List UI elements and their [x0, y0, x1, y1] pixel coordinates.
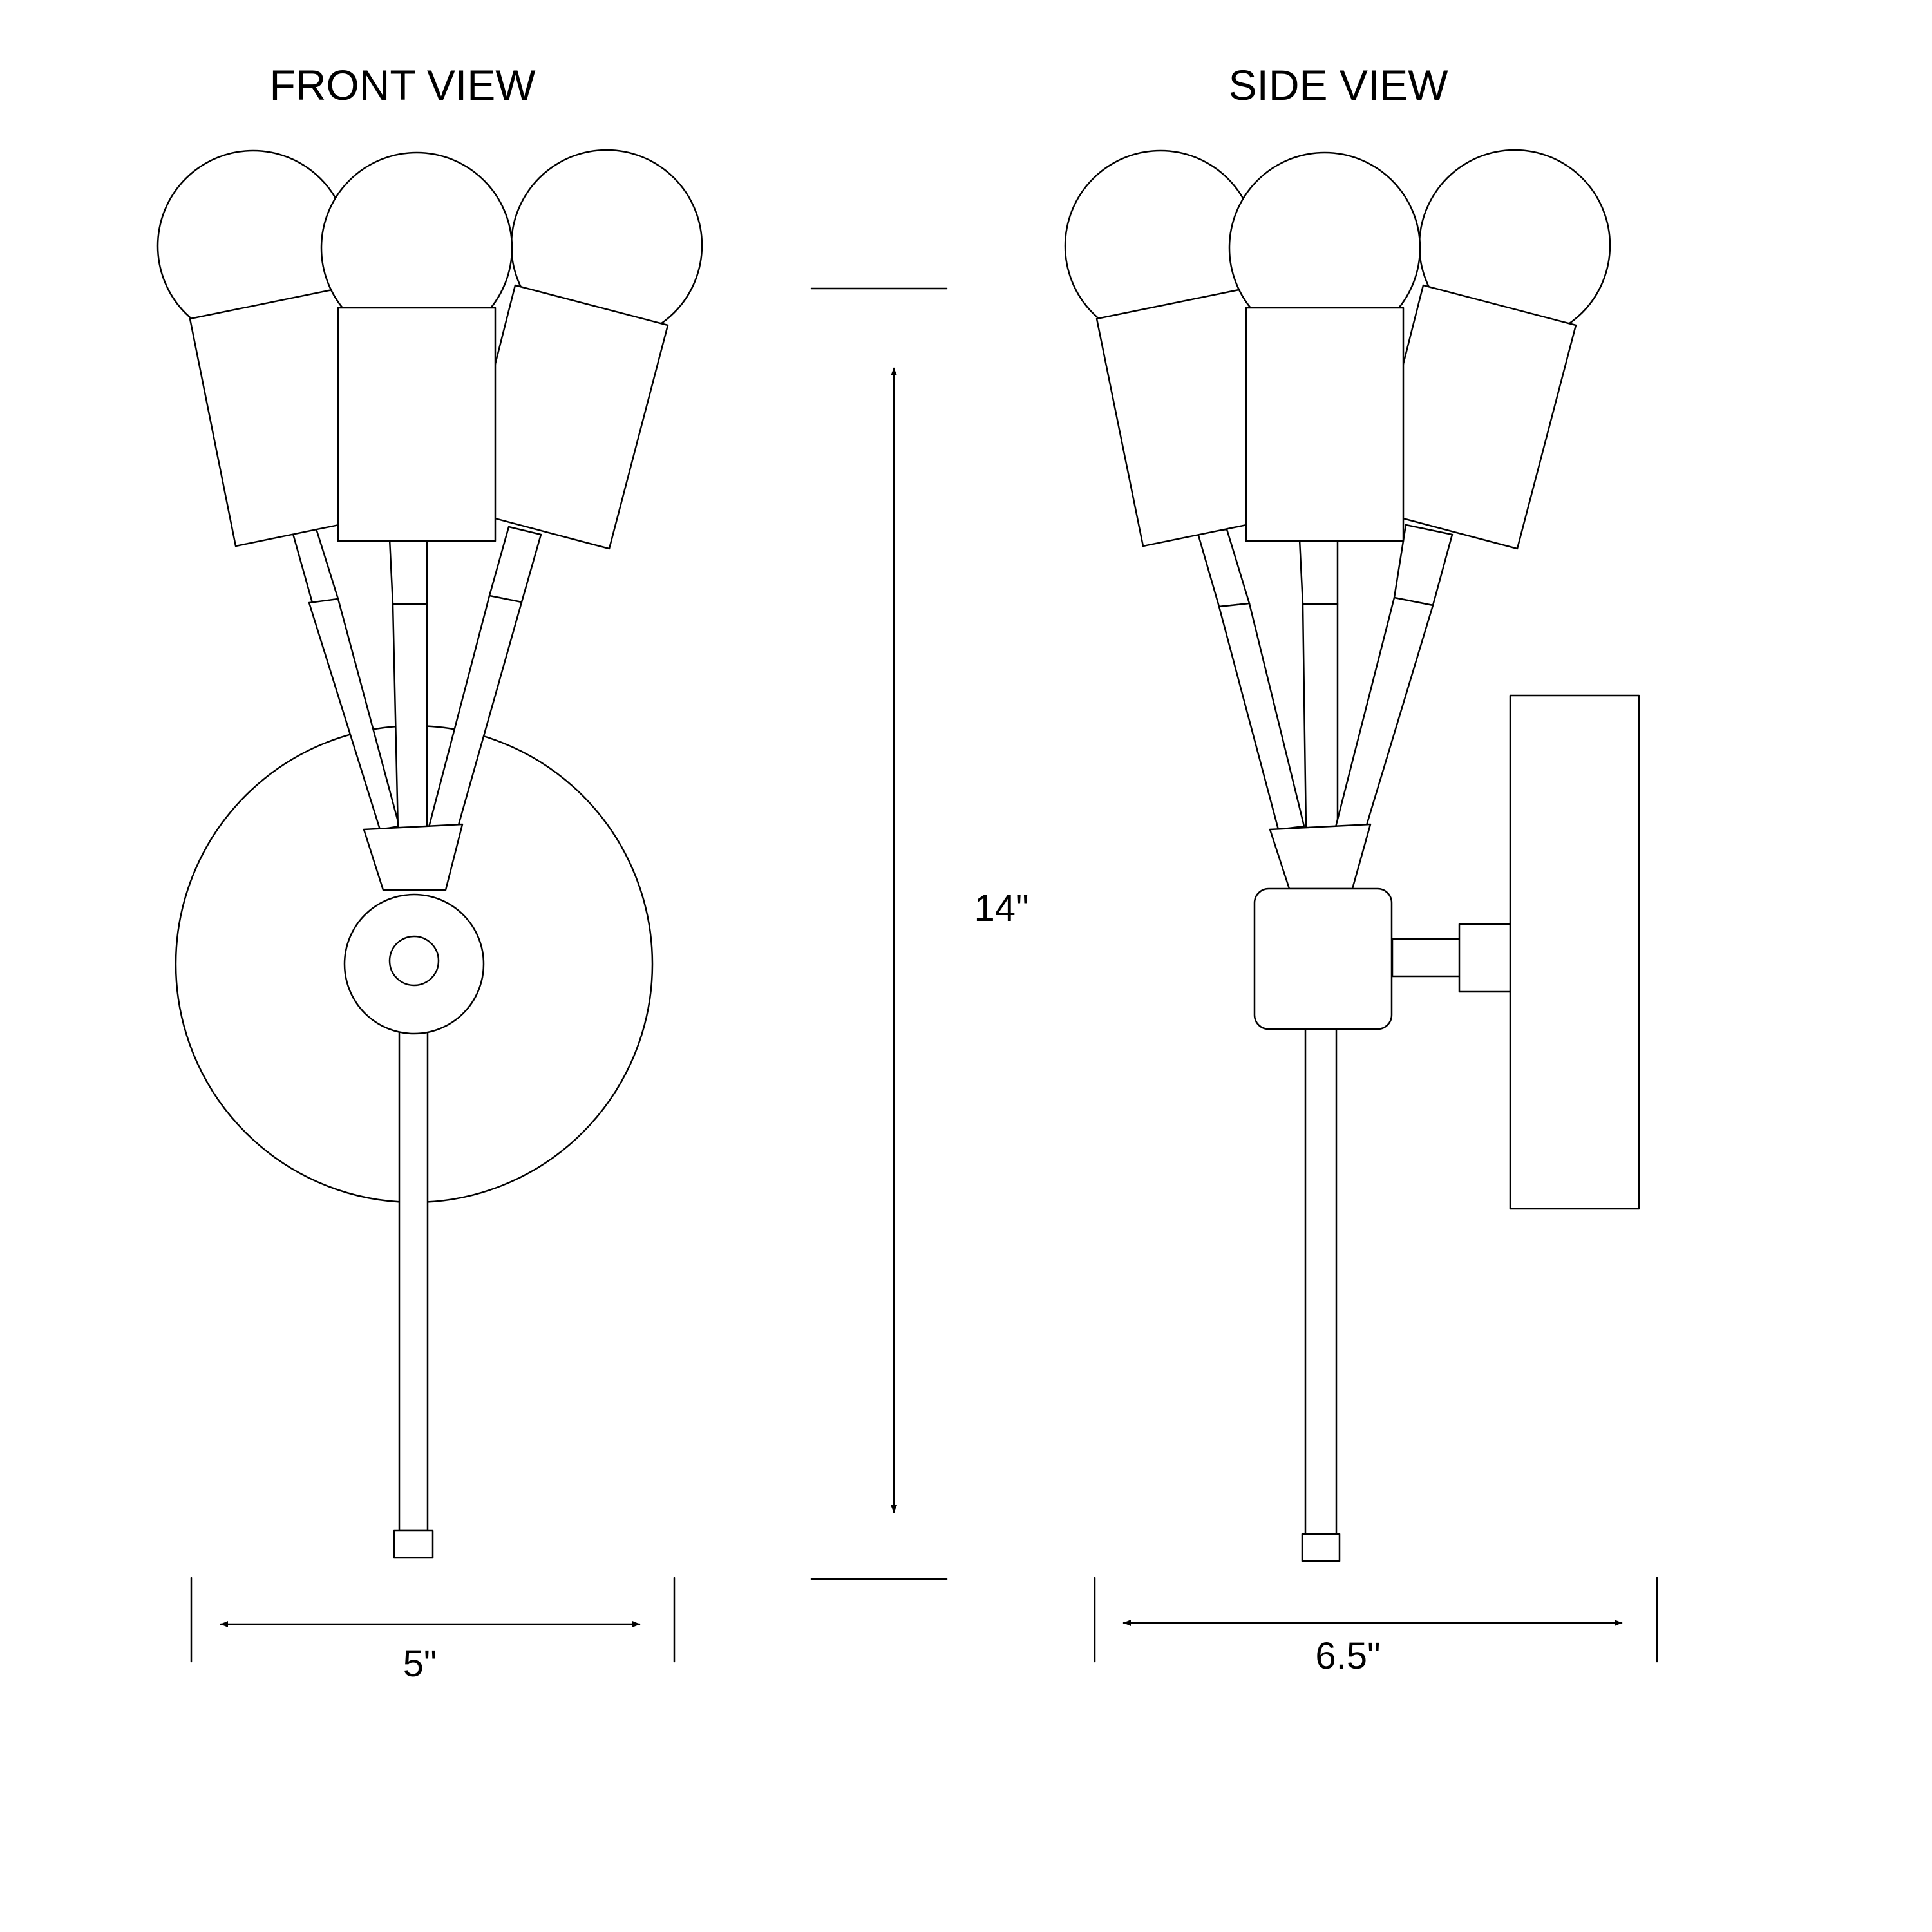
side-view-fixture: [1064, 149, 1640, 1562]
front-arm-right-collar: [488, 526, 542, 603]
front-view-fixture: [156, 149, 703, 1559]
side-cluster-cup: [1269, 823, 1372, 890]
side-stem-cap: [1301, 1533, 1341, 1562]
side-arm-left: [1218, 602, 1305, 831]
side-junction-box: [1253, 887, 1393, 1030]
side-arm-right: [1334, 596, 1434, 831]
side-connector-rod: [1391, 938, 1461, 978]
side-view-title: SIDE VIEW: [1228, 61, 1448, 109]
front-width-dimension: [190, 1577, 676, 1663]
front-hub-screw: [388, 935, 440, 987]
side-width-dimension: [1094, 1577, 1658, 1663]
front-cluster-cup: [363, 823, 464, 891]
side-wall-plate: [1509, 694, 1640, 1210]
front-arm-center: [392, 603, 428, 831]
height-label: 14": [974, 887, 1028, 929]
front-arm-left-collar: [290, 526, 339, 604]
side-connector-block: [1458, 923, 1511, 993]
front-view-title: FRONT VIEW: [269, 61, 536, 109]
front-arm-left: [308, 598, 401, 831]
front-width-label: 5": [403, 1643, 437, 1685]
side-arm-center-collar: [1298, 538, 1339, 605]
front-arm-center-collar: [388, 538, 428, 605]
front-arm-right: [427, 594, 523, 831]
side-lower-stem: [1304, 1027, 1338, 1535]
front-stem-cap: [393, 1530, 434, 1559]
side-socket-center: [1245, 307, 1405, 542]
side-width-label: 6.5": [1315, 1635, 1380, 1677]
front-socket-center: [337, 307, 497, 542]
front-hub: [343, 893, 485, 1035]
height-dimension: [810, 287, 948, 1580]
side-arm-center: [1302, 603, 1339, 831]
front-lower-stem: [398, 1027, 429, 1532]
side-arm-left-collar: [1197, 528, 1251, 608]
